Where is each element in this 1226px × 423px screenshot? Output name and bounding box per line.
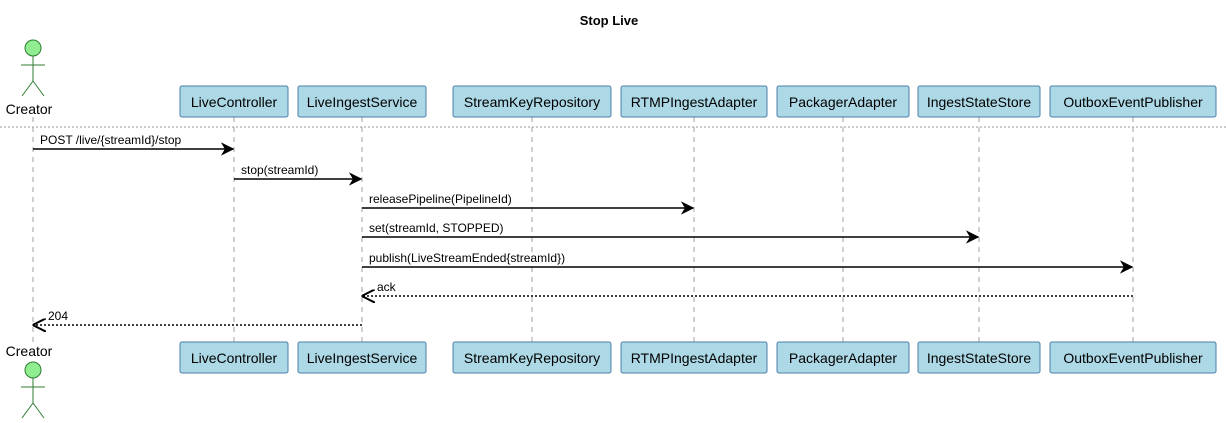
participant-box xyxy=(620,85,768,118)
participant-box xyxy=(917,341,1041,374)
participant-packageradapter-top: PackagerAdapter xyxy=(776,85,910,118)
actor-leg-right xyxy=(32,402,45,419)
message-7: 204 xyxy=(34,309,362,325)
message-label: publish(LiveStreamEnded{streamId}) xyxy=(369,251,565,265)
participant-label: RTMPIngestAdapter xyxy=(631,94,758,110)
participant-livecontroller-top: LiveController xyxy=(179,85,289,118)
participant-box xyxy=(917,85,1041,118)
participant-label: StreamKeyRepository xyxy=(464,350,600,366)
message-1: POST /live/{streamId}/stop xyxy=(33,133,235,156)
actor-leg-right xyxy=(32,80,45,97)
participant-liveingestservice-bottom: LiveIngestService xyxy=(297,341,427,374)
participant-label: StreamKeyRepository xyxy=(464,94,600,110)
participants-bottom: Creator LiveController LiveIngestService St… xyxy=(6,341,1217,419)
actor-label: Creator xyxy=(6,101,53,117)
participant-liveingestservice-top: LiveIngestService xyxy=(297,85,427,118)
participant-streamkeyrepository-top: StreamKeyRepository xyxy=(452,85,612,118)
participant-box xyxy=(1049,85,1217,118)
message-label: POST /live/{streamId}/stop xyxy=(40,133,182,147)
participant-box xyxy=(620,341,768,374)
participant-label: RTMPIngestAdapter xyxy=(631,350,758,366)
message-5: publish(LiveStreamEnded{streamId}) xyxy=(362,251,1134,274)
messages: POST /live/{streamId}/stop stop(streamId)… xyxy=(33,133,1134,325)
participant-box xyxy=(179,85,289,118)
message-3: releasePipeline(PipelineId) xyxy=(362,192,695,215)
message-label: ack xyxy=(377,280,397,294)
actor-bottom: Creator xyxy=(6,343,53,419)
participant-outboxeventpublisher-bottom: OutboxEventPublisher xyxy=(1049,341,1217,374)
participant-livecontroller-bottom: LiveController xyxy=(179,341,289,374)
participant-box xyxy=(776,341,910,374)
participant-rtmpingestadapter-bottom: RTMPIngestAdapter xyxy=(620,341,768,374)
message-4: set(streamId, STOPPED) xyxy=(362,221,980,244)
participant-box xyxy=(452,85,612,118)
participant-rtmpingestadapter-top: RTMPIngestAdapter xyxy=(620,85,768,118)
actor-top: Creator xyxy=(6,39,53,117)
diagram-title: Stop Live xyxy=(580,13,639,28)
participant-box xyxy=(452,341,612,374)
participant-label: LiveController xyxy=(191,94,278,110)
participant-label: PackagerAdapter xyxy=(789,94,898,110)
actor-head-icon xyxy=(24,361,42,379)
participant-packageradapter-bottom: PackagerAdapter xyxy=(776,341,910,374)
participant-ingeststatestore-bottom: IngestStateStore xyxy=(917,341,1041,374)
message-label: stop(streamId) xyxy=(241,163,318,177)
participant-label: IngestStateStore xyxy=(927,94,1032,110)
message-label: 204 xyxy=(48,309,68,323)
participant-box xyxy=(179,341,289,374)
participant-label: LiveController xyxy=(191,350,278,366)
actor-leg-left xyxy=(21,80,34,97)
participant-label: OutboxEventPublisher xyxy=(1063,350,1203,366)
participant-box xyxy=(297,341,427,374)
actor-leg-left xyxy=(21,402,34,419)
participant-box xyxy=(776,85,910,118)
participant-outboxeventpublisher-top: OutboxEventPublisher xyxy=(1049,85,1217,118)
message-2: stop(streamId) xyxy=(234,163,363,186)
participant-box xyxy=(297,85,427,118)
participant-label: LiveIngestService xyxy=(307,350,418,366)
lifelines xyxy=(32,117,1134,342)
actor-head-icon xyxy=(24,39,42,57)
actor-label: Creator xyxy=(6,343,53,359)
participant-label: LiveIngestService xyxy=(307,94,418,110)
participant-box xyxy=(1049,341,1217,374)
participant-ingeststatestore-top: IngestStateStore xyxy=(917,85,1041,118)
message-label: set(streamId, STOPPED) xyxy=(369,221,503,235)
message-6: ack xyxy=(363,280,1133,296)
participants-top: Creator LiveController LiveIngestService St… xyxy=(6,39,1217,118)
message-label: releasePipeline(PipelineId) xyxy=(369,192,512,206)
participant-label: IngestStateStore xyxy=(927,350,1032,366)
participant-label: PackagerAdapter xyxy=(789,350,898,366)
participant-label: OutboxEventPublisher xyxy=(1063,94,1203,110)
participant-streamkeyrepository-bottom: StreamKeyRepository xyxy=(452,341,612,374)
